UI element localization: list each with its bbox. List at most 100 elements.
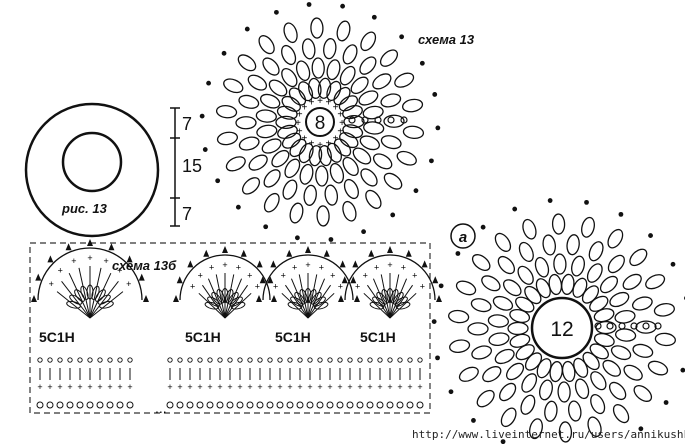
- large-flower-petal-loop: [587, 416, 602, 438]
- edging-base-chain: [206, 401, 214, 409]
- edging-top-chain: [257, 357, 263, 363]
- edging-base-stitch: +: [397, 382, 402, 392]
- small-flower-stitch-mark: +: [317, 96, 323, 107]
- edging-base-stitch: +: [357, 382, 362, 392]
- edging-top-chain: [167, 357, 173, 363]
- edging-top-chain: [357, 357, 363, 363]
- large-flower-petal-loop: [539, 379, 553, 401]
- small-flower-petal-tip: [244, 26, 250, 32]
- edging-fan-loop: [304, 288, 312, 303]
- large-flower-petal-tip: [435, 355, 440, 361]
- edging-fan-stitch: [389, 284, 413, 319]
- marker-a-label: а: [459, 229, 467, 246]
- edging-base-chain: [176, 401, 184, 409]
- edging-base-chain: [96, 401, 104, 409]
- small-flower-petal-tip: [429, 158, 434, 164]
- edging-picot: [173, 295, 179, 302]
- edging-base-chain: [306, 401, 314, 409]
- edging-fan-stitch: [307, 292, 335, 319]
- edging-top-chain: [287, 357, 293, 363]
- large-flower-petal-loop: [615, 328, 637, 342]
- fig13-caption: рис. 13: [61, 201, 108, 216]
- edging-base-stitch: +: [167, 382, 172, 392]
- edging-base-stitch: +: [417, 382, 422, 392]
- large-flower-count: 12: [550, 318, 573, 341]
- small-flower-chain-stitch: [348, 116, 356, 124]
- edging-chart: ++++++++++++++++++++++++++++++++++++++++…: [31, 239, 442, 409]
- edging-fan-stitch: [78, 267, 91, 319]
- large-flower-petal-loop: [448, 309, 470, 324]
- large-flower-petal-loop: [654, 332, 676, 347]
- large-flower-petal-loop: [593, 332, 615, 348]
- edging-fan-stitch: [363, 292, 391, 319]
- small-flower-stitch-mark: +: [309, 138, 315, 149]
- edging-top-chain: [387, 357, 393, 363]
- edging-stitch-mark: +: [87, 253, 92, 263]
- edging-base-chain: [166, 401, 174, 409]
- edging-picot: [203, 249, 210, 257]
- edging-base-chain: [126, 401, 134, 409]
- large-flower-petal-loop: [551, 213, 566, 235]
- edging-base-stitch: +: [257, 382, 262, 392]
- small-flower-petal-loop: [241, 177, 261, 195]
- small-flower-petal-loop: [329, 162, 345, 184]
- edging-top-chain: [127, 357, 133, 363]
- edging-fan-stitch: [89, 267, 102, 319]
- edging-stitch-mark: +: [319, 263, 324, 273]
- small-flower-petal-loop: [282, 179, 298, 200]
- watermark-url: http://www.liveinternet.ru/users/annikus…: [412, 428, 685, 441]
- large-flower-petal-loop: [482, 366, 502, 383]
- edging-fan-stitch: [389, 278, 408, 319]
- edging-fan-stitch: [298, 274, 309, 319]
- edging-fan-stitch: [224, 278, 243, 319]
- large-flower-petal-loop: [612, 404, 630, 424]
- small-flower-petal-loop: [336, 20, 351, 42]
- edging-picot: [421, 260, 428, 268]
- large-flower-petal-loop: [515, 296, 535, 313]
- large-flower-petal-loop: [633, 385, 653, 402]
- edging-base-stitch: +: [237, 382, 242, 392]
- small-flower-stitch-mark: +: [325, 98, 331, 109]
- large-flower-chain-stitch: [618, 322, 626, 330]
- edging-picot: [350, 276, 357, 284]
- edging-top-chain: [417, 357, 423, 363]
- large-flower-petal-tip: [512, 206, 518, 212]
- edging-top-chain: [367, 357, 373, 363]
- small-flower-petal-loop: [258, 35, 275, 55]
- edging-fan-loop: [313, 301, 329, 310]
- edging-base-stitch: +: [117, 382, 122, 392]
- small-flower-petal-loop: [343, 178, 359, 200]
- edging-fan-stitch: [202, 284, 226, 319]
- edging-picot: [222, 246, 228, 253]
- edging-stitch-mark: +: [236, 263, 241, 273]
- edging-base-stitch: +: [297, 382, 302, 392]
- edging-fan-stitch: [307, 284, 331, 319]
- small-flower-stitch-mark: +: [325, 138, 331, 149]
- small-flower-stitch-mark: +: [317, 140, 323, 151]
- edging-picot: [176, 276, 183, 284]
- small-flower-petal-loop: [235, 116, 257, 130]
- small-flower-petal-loop: [350, 76, 369, 95]
- edging-base-stitch: +: [287, 382, 292, 392]
- edging-base-stitch: +: [227, 382, 232, 392]
- edging-base-chain: [196, 401, 204, 409]
- edging-top-chain: [327, 357, 333, 363]
- edging-fan-loop: [216, 289, 225, 304]
- large-flower-petal-loop: [593, 308, 615, 323]
- edging-continuation-dots: ...: [155, 400, 167, 416]
- small-flower-petal-loop: [284, 158, 301, 179]
- edging-fan-stitch: [281, 292, 309, 319]
- edging-fan-stitch: [389, 274, 400, 319]
- small-flower-petal-loop: [342, 156, 359, 177]
- edging-picot: [338, 295, 344, 302]
- small-flower-petal-tip: [294, 235, 300, 241]
- scheme13-caption: схема 13: [418, 32, 475, 47]
- small-flower-petal-loop: [342, 200, 357, 222]
- edging-stitch-mark: +: [412, 270, 417, 280]
- small-flower-petal-tip: [432, 92, 438, 97]
- large-flower-petal-loop: [488, 332, 510, 346]
- edging-fan-loop: [395, 301, 411, 310]
- small-flower-petal-loop: [380, 93, 402, 108]
- edging-stitch-mark: +: [281, 270, 286, 280]
